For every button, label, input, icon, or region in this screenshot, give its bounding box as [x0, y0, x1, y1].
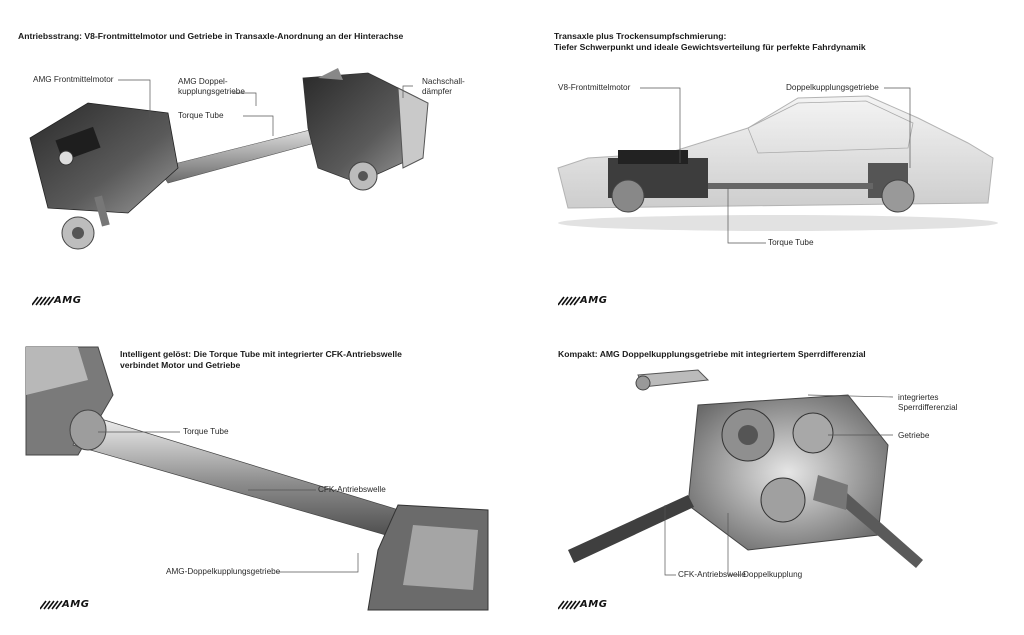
- amg-logo: AMG: [558, 295, 624, 306]
- label-torque-tube: Torque Tube: [768, 238, 814, 247]
- label-dual-clutch: Doppelkupplung: [743, 570, 803, 579]
- torque-tube-illustration: [25, 346, 489, 611]
- label-cfk-shaft: CFK-Antriebswelle: [318, 485, 386, 494]
- panel-title-line2: Tiefer Schwerpunkt und ideale Gewichtsve…: [554, 42, 866, 52]
- panel-drivetrain: Antriebsstrang: V8-Frontmittelmotor und …: [18, 18, 498, 318]
- label-lsd-line2: Sperrdifferenzial: [898, 403, 958, 412]
- panel-title: Kompakt: AMG Doppelkupplungsgetriebe mit…: [558, 349, 866, 359]
- car-chassis-illustration: [557, 87, 998, 244]
- label-dct-line1: AMG Doppel-: [178, 77, 228, 86]
- panel-transaxle-car: Transaxle plus Trockensumpfschmierung: T…: [548, 18, 1008, 318]
- panel-title-line1: Transaxle plus Trockensumpfschmierung:: [554, 31, 727, 41]
- panel-title-line2: verbindet Motor und Getriebe: [120, 360, 241, 370]
- label-dct: AMG-Doppelkupplungsgetriebe: [166, 567, 281, 576]
- panel-dct: Kompakt: AMG Doppelkupplungsgetriebe mit…: [548, 335, 1008, 625]
- panel-title-line1: Intelligent gelöst: Die Torque Tube mit …: [120, 349, 402, 359]
- label-dct: Doppelkupplungsgetriebe: [786, 83, 879, 92]
- label-silencer-line1: Nachschall-: [422, 77, 465, 86]
- amg-logo: AMG: [40, 599, 106, 610]
- gearbox-illustration: [568, 369, 923, 576]
- panel-torque-tube: Intelligent gelöst: Die Torque Tube mit …: [18, 335, 498, 625]
- label-silencer-line2: dämpfer: [422, 87, 453, 96]
- label-front-engine: V8-Frontmittelmotor: [558, 83, 631, 92]
- drivetrain-illustration: [29, 68, 429, 250]
- label-gearbox: Getriebe: [898, 431, 930, 440]
- label-dct-line2: kupplungsgetriebe: [178, 87, 245, 96]
- amg-logo: AMG: [32, 295, 98, 306]
- label-front-engine: AMG Frontmittelmotor: [33, 75, 114, 84]
- label-torque-tube: Torque Tube: [178, 111, 224, 120]
- label-cfk-shaft: CFK-Antriebswelle: [678, 570, 746, 579]
- amg-logo: AMG: [558, 599, 624, 610]
- panel-title: Antriebsstrang: V8-Frontmittelmotor und …: [18, 31, 404, 41]
- label-lsd-line1: integriertes: [898, 393, 939, 402]
- label-torque-tube: Torque Tube: [183, 427, 229, 436]
